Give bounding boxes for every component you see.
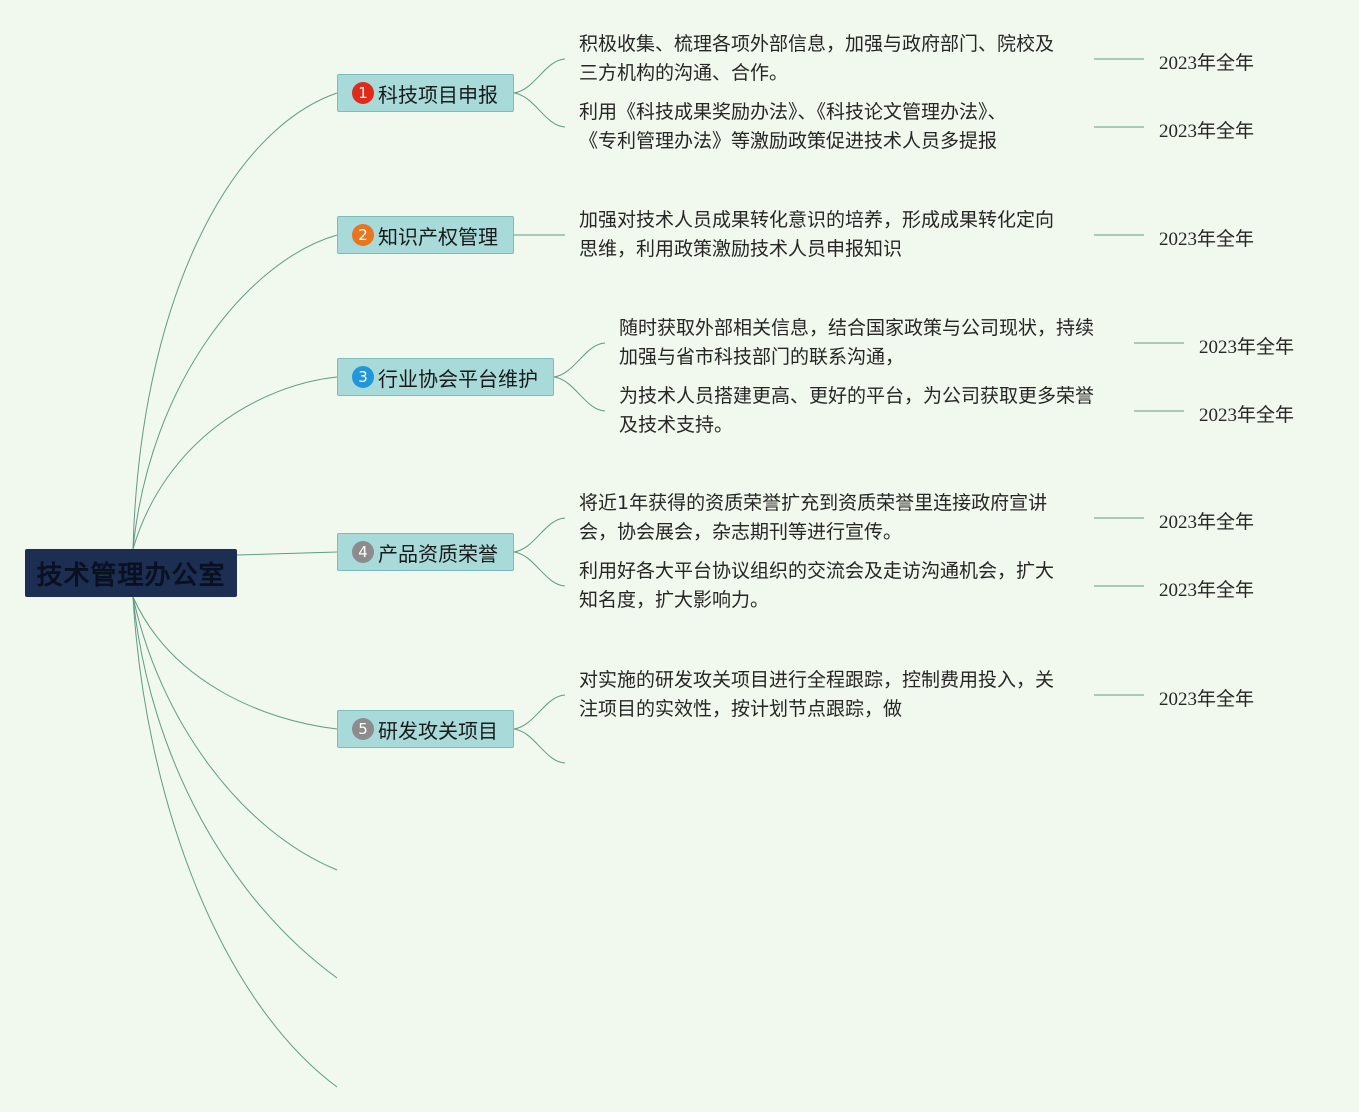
leaf-text-line: 会，协会展会，杂志期刊等进行宣传。: [579, 521, 903, 543]
connector-root-branch-4: [236, 551, 338, 556]
leaf-text-line: 知名度，扩大影响力。: [579, 589, 770, 611]
leaf-text-line: 加强对技术人员成果转化意识的培养，形成成果转化定向: [579, 209, 1055, 231]
branch-node-3[interactable]: 3 行业协会平台维护: [337, 358, 554, 396]
leaf-node-1-2[interactable]: 利用《科技成果奖励办法》、《科技论文管理办法》、 《专利管理办法》等激励政策促进…: [579, 98, 1007, 156]
leaf-node-3-1[interactable]: 随时获取外部相关信息，结合国家政策与公司现状，持续 加强与省市科技部门的联系沟通…: [619, 314, 1094, 372]
connector-root-extra-1: [132, 596, 338, 871]
connector-b5-leaf-1: [513, 694, 566, 730]
connector-root-branch-5: [132, 596, 338, 730]
leaf-text-line: 对实施的研发攻关项目进行全程跟踪，控制费用投入，关: [579, 669, 1055, 691]
number-badge-icon: 2: [352, 224, 374, 246]
connector-b3-leaf-1: [553, 342, 606, 378]
date-label-3-1: 2023年全年: [1199, 337, 1295, 358]
date-label-4-1: 2023年全年: [1159, 512, 1255, 533]
root-label: 技术管理办公室: [36, 560, 226, 591]
leaf-node-4-1[interactable]: 将近1年获得的资质荣誉扩充到资质荣誉里连接政府宣讲 会，协会展会，杂志期刊等进行…: [579, 489, 1047, 547]
leaf-node-5-1[interactable]: 对实施的研发攻关项目进行全程跟踪，控制费用投入，关 注项目的实效性，按计划节点跟…: [579, 666, 1054, 724]
root-node[interactable]: 技术管理办公室: [25, 549, 237, 597]
date-label-1-1: 2023年全年: [1159, 53, 1255, 74]
branch-label: 研发攻关项目: [378, 718, 498, 743]
number-badge-icon: 5: [352, 718, 374, 740]
connector-b5-leaf-2: [513, 728, 566, 764]
branch-label: 知识产权管理: [378, 224, 498, 249]
connector-b3-leaf-2: [553, 376, 606, 412]
branch-label: 产品资质荣誉: [378, 541, 498, 566]
leaf-text-line: 《专利管理办法》等激励政策促进技术人员多提报: [579, 130, 998, 152]
date-label-4-2: 2023年全年: [1159, 580, 1255, 601]
branch-node-5[interactable]: 5 研发攻关项目: [337, 710, 514, 748]
connector-b1-leaf-1: [513, 58, 566, 94]
connector-b4-leaf-1: [513, 517, 566, 553]
connector-root-branch-1: [132, 92, 338, 550]
date-label-2-1: 2023年全年: [1159, 229, 1255, 250]
connector-b4-leaf-2: [513, 551, 566, 587]
leaf-text-line: 思维，利用政策激励技术人员申报知识: [579, 238, 903, 260]
leaf-text-line: 将近1年获得的资质荣誉扩充到资质荣誉里连接政府宣讲: [579, 492, 1048, 514]
number-badge-icon: 4: [352, 541, 374, 563]
connector-b1-leaf-2: [513, 92, 566, 128]
number-badge-icon: 3: [352, 366, 374, 388]
date-label-1-2: 2023年全年: [1159, 121, 1255, 142]
leaf-text-line: 利用好各大平台协议组织的交流会及走访沟通机会，扩大: [579, 560, 1055, 582]
leaf-text-line: 为技术人员搭建更高、更好的平台，为公司获取更多荣誉: [619, 385, 1095, 407]
branch-node-2[interactable]: 2 知识产权管理: [337, 216, 514, 254]
leaf-node-4-2[interactable]: 利用好各大平台协议组织的交流会及走访沟通机会，扩大 知名度，扩大影响力。: [579, 557, 1054, 615]
connector-root-extra-2: [132, 596, 338, 979]
branch-label: 行业协会平台维护: [378, 366, 538, 391]
leaf-text-line: 随时获取外部相关信息，结合国家政策与公司现状，持续: [619, 317, 1095, 339]
leaf-node-1-1[interactable]: 积极收集、梳理各项外部信息，加强与政府部门、院校及 三方机构的沟通、合作。: [579, 30, 1054, 88]
leaf-text-line: 及技术支持。: [619, 414, 734, 436]
connector-root-branch-2: [132, 234, 338, 550]
number-badge-icon: 1: [352, 82, 374, 104]
connector-root-branch-3: [132, 376, 338, 550]
leaf-text-line: 利用《科技成果奖励办法》、《科技论文管理办法》、: [579, 101, 1007, 123]
branch-node-1[interactable]: 1 科技项目申报: [337, 74, 514, 112]
leaf-text-line: 加强与省市科技部门的联系沟通，: [619, 346, 905, 368]
date-label-3-2: 2023年全年: [1199, 405, 1295, 426]
leaf-text-line: 积极收集、梳理各项外部信息，加强与政府部门、院校及: [579, 33, 1055, 55]
date-label-5-1: 2023年全年: [1159, 689, 1255, 710]
leaf-text-line: 三方机构的沟通、合作。: [579, 62, 789, 84]
branch-node-4[interactable]: 4 产品资质荣誉: [337, 533, 514, 571]
leaf-node-3-2[interactable]: 为技术人员搭建更高、更好的平台，为公司获取更多荣誉 及技术支持。: [619, 382, 1094, 440]
leaf-text-line: 注项目的实效性，按计划节点跟踪，做: [579, 698, 903, 720]
branch-label: 科技项目申报: [378, 82, 498, 107]
connector-root-extra-3: [132, 596, 338, 1088]
leaf-node-2-1[interactable]: 加强对技术人员成果转化意识的培养，形成成果转化定向 思维，利用政策激励技术人员申…: [579, 206, 1054, 264]
